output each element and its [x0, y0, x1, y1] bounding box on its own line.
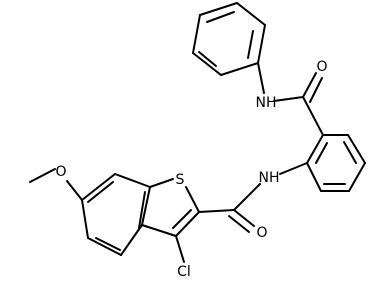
bond	[149, 178, 174, 188]
bond	[120, 224, 143, 256]
bond	[81, 199, 89, 239]
bond	[348, 162, 366, 192]
bond	[206, 11, 235, 23]
bond	[306, 162, 322, 192]
bond	[198, 209, 235, 213]
bond	[247, 30, 254, 59]
atom-label-nh-top: NH	[256, 95, 277, 111]
bond	[95, 237, 121, 251]
bond	[141, 186, 151, 226]
bond	[257, 62, 265, 94]
bond	[343, 141, 357, 164]
bond	[302, 96, 324, 136]
bond	[309, 77, 323, 103]
bond	[315, 142, 328, 164]
bond	[192, 14, 201, 54]
bond	[279, 162, 308, 175]
atom-label-cl: Cl	[177, 264, 191, 280]
bond	[87, 237, 122, 256]
bond	[138, 191, 146, 229]
atom-label-o-methoxy: O	[55, 164, 66, 180]
bond	[347, 134, 366, 164]
bond	[29, 168, 56, 183]
bond	[87, 181, 114, 203]
atom-labels: NH O NH S O O Cl	[55, 59, 327, 280]
bond	[175, 235, 185, 263]
bond	[175, 211, 200, 237]
bond	[172, 209, 192, 229]
bond	[306, 134, 324, 164]
bond	[81, 173, 116, 201]
bond	[192, 52, 222, 76]
bond	[141, 224, 177, 237]
bond	[66, 180, 83, 201]
bond	[233, 209, 255, 227]
bond	[198, 51, 217, 67]
bond	[273, 96, 304, 102]
bond	[257, 24, 266, 64]
atom-label-o-amide: O	[256, 225, 267, 241]
bond-group	[29, 2, 366, 263]
bond	[228, 215, 250, 233]
atom-label-o-top: O	[316, 59, 327, 75]
bond	[302, 72, 317, 98]
bond	[233, 183, 261, 211]
bond	[199, 2, 238, 16]
atom-label-s-ring: S	[176, 172, 185, 188]
bond	[114, 173, 151, 188]
bond	[220, 62, 259, 76]
bond	[236, 2, 266, 26]
bond	[185, 186, 200, 213]
atom-label-nh-mid: NH	[259, 170, 280, 186]
